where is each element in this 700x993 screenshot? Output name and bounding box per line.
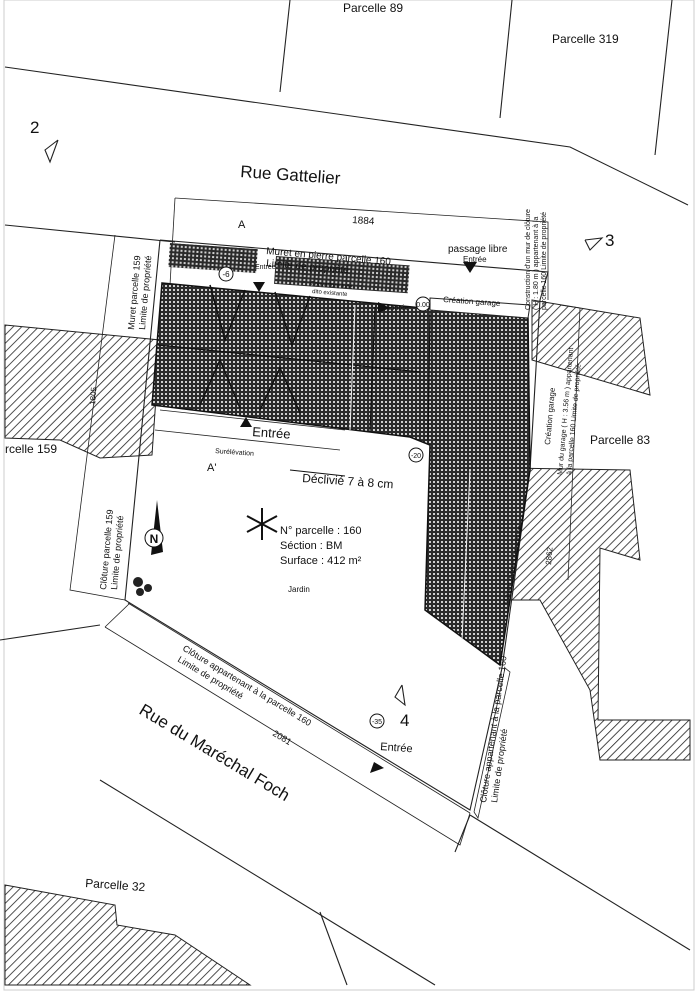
- labels-creation-garage-text: Création garage: [543, 387, 557, 445]
- labels-entree-text: Entrée: [388, 305, 409, 312]
- street-rue-gattelier: Rue Gattelier: [240, 162, 342, 188]
- labels-jardin-text: Jardin: [288, 585, 310, 594]
- north-label: N: [150, 532, 159, 546]
- parcel-89-label: Parcelle 89: [343, 1, 403, 15]
- labels-construction-line2-text: ( H : 1.80 m ) appartenant à la: [533, 217, 540, 310]
- shrub-symbol: [133, 577, 152, 596]
- view-markers: 2 3 4: [30, 118, 614, 730]
- labels-construction-line1-text: Construction d'un mur de clôture: [525, 209, 532, 310]
- dimension-north: 1884: [352, 215, 375, 228]
- page-border: [3, 0, 695, 991]
- parcel-section: Séction : BM: [280, 540, 342, 552]
- section-marker-a-prime: A': [207, 462, 216, 474]
- levels-1-text: 0.00: [416, 302, 430, 309]
- parcel-surface: Surface : 412 m²: [280, 555, 362, 567]
- labels-couverture-line2-text: dito existante: [312, 289, 348, 298]
- tree-symbol: [246, 508, 278, 540]
- labels-couverture-line1-text: Couverture tuile: [310, 281, 353, 291]
- levels-2-text: -20: [411, 453, 421, 460]
- parcel-32-label: Parcelle 32: [85, 876, 146, 894]
- north-arrow: N: [144, 500, 164, 555]
- labels-construction-line3-text: parcelle 160 Limite de propriété: [541, 212, 548, 310]
- building: [151, 282, 531, 667]
- parcel-319-label: Parcelle 319: [552, 32, 619, 46]
- parcel-83-label: Parcelle 83: [590, 433, 650, 447]
- view-marker-4: 4: [400, 711, 409, 730]
- labels-declivite-text: Déclivié 7 à 8 cm: [302, 471, 394, 491]
- dimension-west: 1805: [88, 386, 99, 405]
- labels-entree-text: Entrée: [255, 264, 276, 271]
- entry-arrows: [240, 262, 477, 773]
- labels-entree-text: Entrée: [463, 255, 487, 264]
- labels-creation-garage-text: Création garage: [443, 295, 501, 308]
- dimension-east: 2862: [544, 546, 555, 565]
- labels-entree-text: Entrée: [380, 741, 413, 755]
- plot-160-boundary: [69, 197, 581, 846]
- view-marker-3: 3: [605, 231, 614, 250]
- entree-label: Entrée: [252, 424, 291, 442]
- parcel-number: N° parcelle : 160: [280, 525, 361, 537]
- stone-wall: [168, 242, 410, 294]
- labels-surelevation-text: Surélévation: [215, 448, 254, 458]
- levels-3-text: -35: [372, 719, 382, 726]
- parcel-159-label: rcelle 159: [5, 442, 57, 456]
- section-marker-a: A: [238, 219, 246, 231]
- street-rue-marechal-foch: Rue du Maréchal Foch: [136, 700, 293, 805]
- dimension-south: 2081: [271, 728, 293, 747]
- labels-passage-text: passage libre: [448, 244, 508, 255]
- view-marker-2: 2: [30, 118, 39, 137]
- levels-0-text: -6: [222, 270, 230, 279]
- level-markers: -6 0.00 -20 -35: [218, 266, 431, 729]
- neighbour-buildings: [4, 299, 691, 986]
